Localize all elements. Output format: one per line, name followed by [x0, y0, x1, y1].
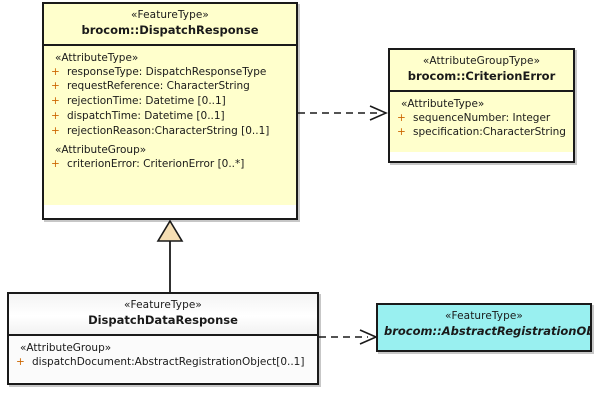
- visibility-marker: +: [397, 111, 406, 124]
- attribute-label: dispatchTime: Datetime [0..1]: [67, 110, 225, 123]
- class-box-criterion-error[interactable]: «AttributeGroupType» brocom::CriterionEr…: [388, 48, 575, 163]
- attribute-row[interactable]: + requestReference: CharacterString: [49, 79, 291, 94]
- class-header-dispatch-data-response: «FeatureType» DispatchDataResponse: [9, 294, 317, 334]
- open-arrowhead-icon: [369, 105, 388, 121]
- attribute-row[interactable]: + dispatchTime: Datetime [0..1]: [49, 109, 291, 124]
- hollow-triangle-arrowhead-icon: [156, 219, 184, 242]
- attribute-row[interactable]: + specification:CharacterString: [395, 125, 568, 140]
- attribute-label: rejectionReason:CharacterString [0..1]: [67, 125, 270, 138]
- visibility-marker: +: [51, 95, 60, 108]
- attribute-row[interactable]: + dispatchDocument:AbstractRegistrationO…: [14, 355, 312, 370]
- attribute-label: criterionError: CriterionError [0..*]: [67, 158, 245, 171]
- class-stereotype: «FeatureType»: [124, 299, 202, 311]
- attribute-group-label: «AttributeType»: [55, 51, 139, 64]
- class-title: brocom::DispatchResponse: [81, 23, 259, 38]
- attribute-row[interactable]: + rejectionReason:CharacterString [0..1]: [49, 124, 291, 139]
- attribute-label: specification:CharacterString: [413, 126, 566, 139]
- attribute-row[interactable]: + sequenceNumber: Integer: [395, 111, 568, 126]
- class-stereotype: «AttributeGroupType»: [422, 55, 541, 67]
- attribute-row[interactable]: + rejectionTime: Datetime [0..1]: [49, 94, 291, 109]
- class-box-dispatch-response[interactable]: «FeatureType» brocom::DispatchResponse «…: [42, 2, 298, 220]
- visibility-marker: +: [51, 125, 60, 138]
- class-stereotype: «FeatureType»: [131, 9, 209, 21]
- class-title: brocom::CriterionError: [407, 69, 556, 84]
- attribute-label: requestReference: CharacterString: [67, 80, 250, 93]
- visibility-marker: +: [51, 110, 60, 123]
- class-box-abstract-registration-object[interactable]: «FeatureType» brocom::AbstractRegistrati…: [376, 303, 592, 352]
- class-title: DispatchDataResponse: [88, 313, 238, 328]
- class-attributes-compartment: «AttributeGroup» + dispatchDocument:Abst…: [9, 333, 317, 382]
- attribute-label: responseType: DispatchResponseType: [67, 65, 267, 78]
- attribute-label: dispatchDocument:AbstractRegistrationObj…: [32, 355, 305, 368]
- attribute-group-label: «AttributeGroup»: [20, 341, 112, 354]
- visibility-marker: +: [397, 126, 406, 139]
- open-arrowhead-icon: [359, 329, 378, 345]
- class-header-abstract-registration-object: «FeatureType» brocom::AbstractRegistrati…: [378, 305, 590, 350]
- visibility-marker: +: [51, 80, 60, 93]
- attribute-label: rejectionTime: Datetime [0..1]: [67, 95, 226, 108]
- class-attributes-compartment: «AttributeType» + responseType: Dispatch…: [44, 43, 296, 205]
- class-header-dispatch-response: «FeatureType» brocom::DispatchResponse: [44, 4, 296, 44]
- attribute-group-label: «AttributeGroup»: [55, 144, 147, 157]
- class-header-criterion-error: «AttributeGroupType» brocom::CriterionEr…: [390, 50, 573, 90]
- class-box-dispatch-data-response[interactable]: «FeatureType» DispatchDataResponse «Attr…: [7, 292, 319, 385]
- visibility-marker: +: [51, 158, 60, 171]
- attribute-row[interactable]: + criterionError: CriterionError [0..*]: [49, 157, 291, 172]
- class-stereotype: «FeatureType»: [445, 310, 523, 322]
- visibility-marker: +: [51, 65, 60, 78]
- attribute-group-label: «AttributeType»: [401, 97, 485, 110]
- class-attributes-compartment: «AttributeType» + sequenceNumber: Intege…: [390, 89, 573, 152]
- visibility-marker: +: [16, 355, 25, 368]
- attribute-label: sequenceNumber: Integer: [413, 111, 551, 124]
- attribute-row[interactable]: + responseType: DispatchResponseType: [49, 65, 291, 80]
- class-title: brocom::AbstractRegistrationObject: [384, 324, 590, 339]
